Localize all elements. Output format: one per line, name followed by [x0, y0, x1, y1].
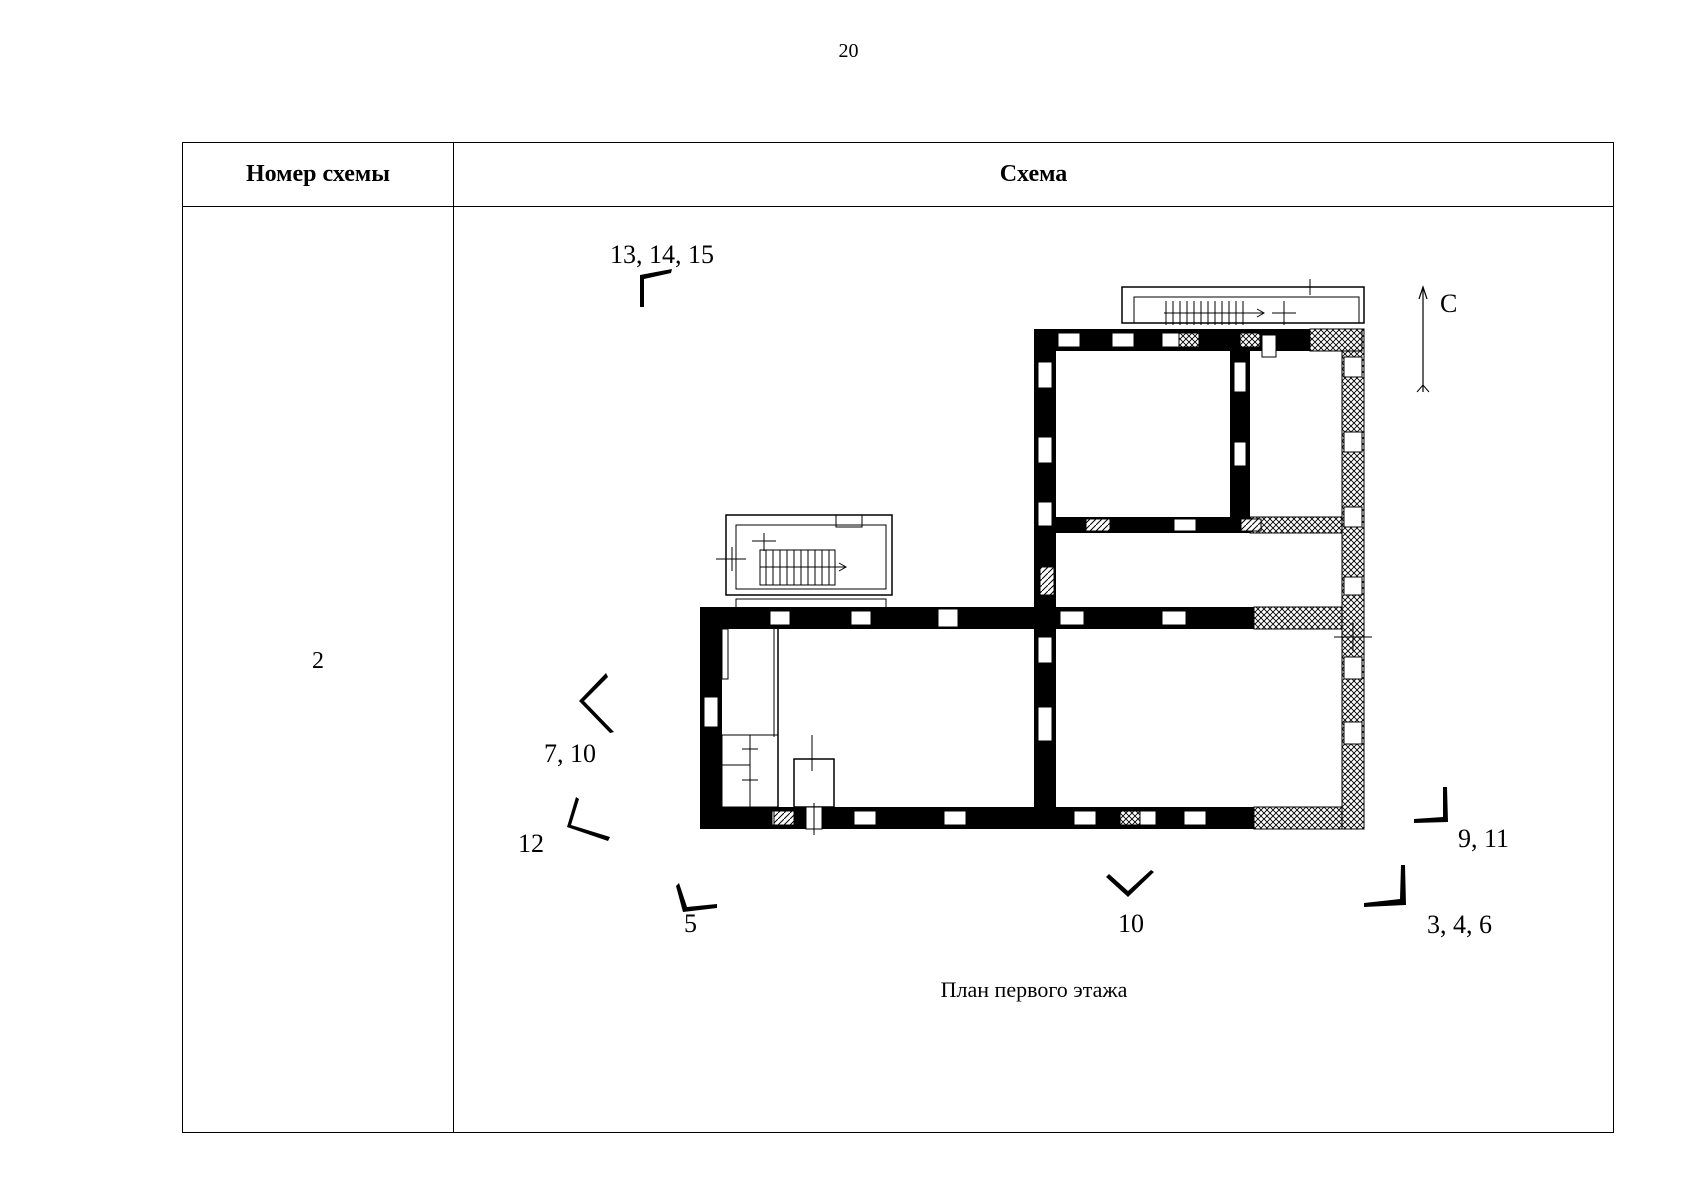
page-number: 20: [838, 40, 859, 62]
view-label-5: 5: [684, 909, 697, 938]
table-header-row: Номер схемы Схема: [182, 142, 1614, 207]
view-label-12: 12: [518, 829, 544, 858]
north-stair-porch: [1121, 279, 1365, 325]
header-scheme: Схема: [453, 142, 1614, 207]
view-label-9-11: 9, 11: [1458, 824, 1509, 853]
north-label: С: [1440, 289, 1457, 318]
west-stair-porch: [716, 514, 893, 609]
table-row: 2: [182, 206, 1614, 1133]
view-label-7-10: 7, 10: [544, 739, 596, 768]
plan-caption: План первого этажа: [941, 977, 1128, 1002]
view-marker-13-14-15: [640, 269, 672, 307]
view-marker-7-10: [579, 673, 614, 733]
view-marker-10: [1106, 870, 1154, 897]
window-openings: [703, 332, 1277, 830]
view-label-3-4-6: 3, 4, 6: [1427, 910, 1492, 939]
scheme-number: 2: [312, 648, 324, 674]
east-wall-windows: [1343, 356, 1363, 745]
building-walls: [700, 328, 1365, 830]
view-marker-9-11: [1414, 787, 1448, 823]
scheme-table: Номер схемы Схема 2: [182, 142, 1614, 1133]
scheme-cell: С 13, 14, 15 7, 10 12 5 10 9: [453, 206, 1614, 1133]
entry-markers: [813, 623, 1372, 835]
view-markers: [567, 269, 1448, 912]
floor-plan-drawing: С 13, 14, 15 7, 10 12 5 10 9: [518, 240, 1509, 1002]
view-label-13-14-15: 13, 14, 15: [610, 240, 714, 269]
view-marker-5: [676, 883, 717, 912]
hatched-features: [773, 332, 1262, 826]
view-marker-12: [567, 797, 610, 841]
view-label-10: 10: [1118, 909, 1144, 938]
header-scheme-number: Номер схемы: [182, 142, 454, 207]
scheme-number-cell: 2: [182, 206, 454, 1133]
view-marker-3-4-6: [1364, 865, 1406, 907]
north-arrow: С: [1416, 285, 1457, 393]
